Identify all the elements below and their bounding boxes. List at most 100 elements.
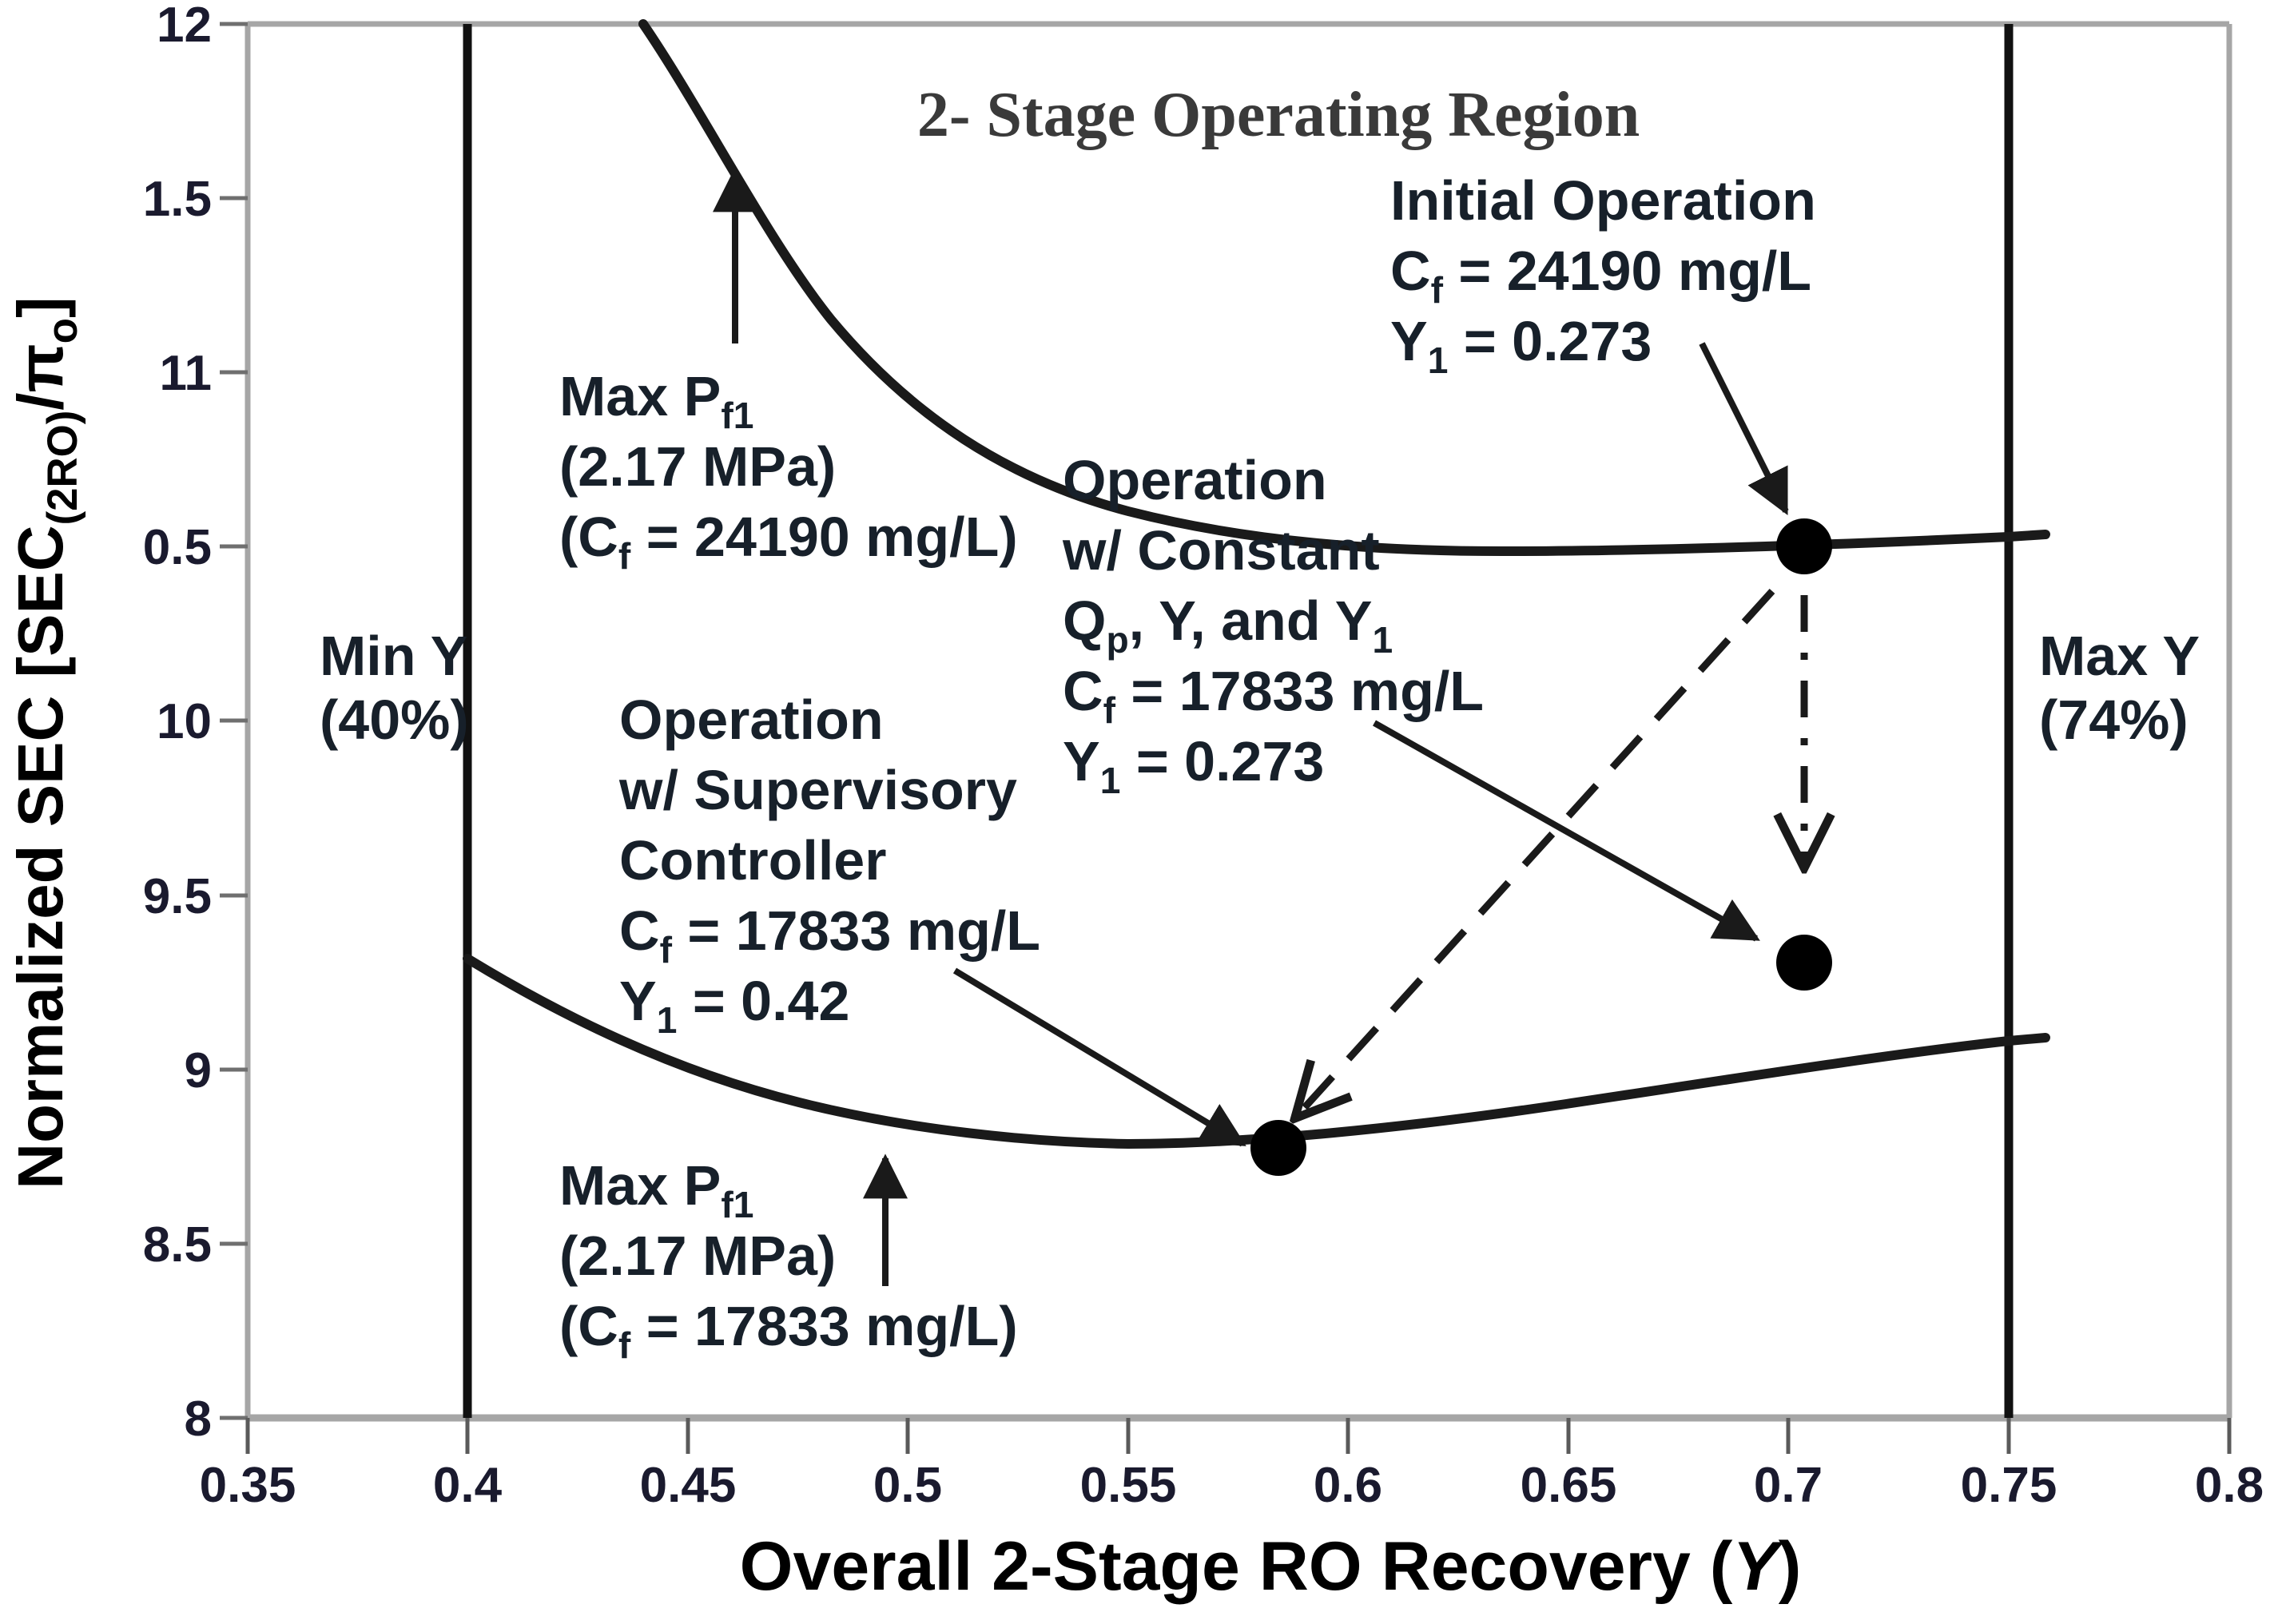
max-pf1-bottom-line2: (2.17 MPa)	[559, 1225, 836, 1287]
constant-operation-line3-sub2: 1	[1372, 619, 1393, 661]
constant-operation-line3-sub: p	[1106, 619, 1128, 661]
supervisory-operation-annotation: Operation w/ Supervisory Controller Cf =…	[618, 689, 1040, 1041]
supervisory-callout-arrow	[952, 967, 1246, 1147]
svg-text:Y1 = 0.273: Y1 = 0.273	[1063, 730, 1324, 801]
y-tick-labels: 12 1.5 11 0.5 10 9.5 9 8.5 8	[143, 0, 212, 1447]
y-tick-label: 9.5	[143, 869, 212, 924]
y-axis-title-sub2: o	[39, 318, 86, 343]
min-y-label: Min Y (40%)	[320, 625, 469, 751]
operating-region-title: 2- Stage Operating Region	[917, 80, 1640, 150]
max-pf1-bottom-line1-pre: Max P	[559, 1154, 721, 1217]
y-axis-title-close: ]	[5, 296, 76, 318]
min-y-label-line2: (40%)	[320, 689, 469, 751]
svg-text:Cf = 17833 mg/L: Cf = 17833 mg/L	[619, 899, 1040, 971]
initial-operation-line1: Initial Operation	[1390, 169, 1816, 232]
max-pf1-bottom-line3-sub: f	[618, 1324, 631, 1366]
max-pf1-top-line3-post: = 24190 mg/L)	[630, 506, 1017, 568]
svg-text:Overall 2-Stage RO Recovery (Y: Overall 2-Stage RO Recovery (Y)	[740, 1528, 1802, 1605]
y-tick-label: 10	[157, 694, 212, 749]
svg-text:Y1 = 0.273: Y1 = 0.273	[1390, 310, 1652, 381]
y-tick-label: 1.5	[143, 172, 212, 227]
y-axis-title-sub: (2RO)	[39, 411, 86, 526]
x-tick-label: 0.55	[1080, 1458, 1177, 1513]
constant-operation-annotation: Operation w/ Constant Qp, Y, and Y1 Cf =…	[1062, 449, 1484, 801]
constant-operation-line1: Operation	[1063, 449, 1327, 511]
min-y-label-line1: Min Y	[320, 625, 467, 687]
svg-text:Max Pf1: Max Pf1	[559, 365, 753, 436]
initial-operation-callout-arrow	[1699, 342, 1789, 516]
initial-operation-line3-pre: Y	[1390, 310, 1428, 372]
x-tick-label: 0.35	[200, 1458, 296, 1513]
svg-text:(Cf = 24190 mg/L): (Cf = 24190 mg/L)	[559, 506, 1018, 577]
y-axis-title: Normalized SEC [SEC(2RO)/πo]	[5, 296, 86, 1189]
supervisory-operation-line3: Controller	[619, 829, 886, 891]
initial-operation-line3-sub: 1	[1428, 339, 1449, 381]
y-axis-title-post: /π	[5, 343, 76, 410]
y-tick-label: 12	[157, 0, 212, 53]
supervisory-operation-line4-post: = 17833 mg/L	[672, 899, 1040, 962]
max-pf1-bottom-line1-sub: f1	[721, 1184, 753, 1225]
constant-operation-line4-pre: C	[1063, 660, 1103, 722]
x-tick-label: 0.6	[1314, 1458, 1382, 1513]
svg-text:Cf = 24190 mg/L: Cf = 24190 mg/L	[1390, 240, 1811, 311]
max-pf1-bottom-line3-post: = 17833 mg/L)	[630, 1295, 1017, 1357]
lower-bound-curve	[463, 954, 2050, 1150]
y-axis-ticks	[220, 22, 248, 1420]
max-pf1-top-line1-pre: Max P	[559, 365, 721, 427]
x-tick-label: 0.5	[873, 1458, 942, 1513]
x-tick-labels: 0.35 0.4 0.45 0.5 0.55 0.6 0.65 0.7 0.75…	[200, 1458, 2264, 1513]
y-tick-label: 8	[185, 1392, 212, 1447]
svg-text:(Cf = 17833 mg/L): (Cf = 17833 mg/L)	[559, 1295, 1018, 1366]
constant-operation-line5-post: = 0.273	[1120, 730, 1324, 792]
supervisory-operation-line5-pre: Y	[619, 970, 657, 1032]
supervisory-operation-line4-sub: f	[660, 929, 673, 971]
max-pf1-top-line3-sub: f	[618, 535, 631, 577]
svg-text:Qp, Y, and Y1: Qp, Y, and Y1	[1063, 590, 1393, 661]
svg-text:Normalized SEC [SEC(2RO)/πo]: Normalized SEC [SEC(2RO)/πo]	[5, 296, 86, 1189]
constant-operation-line5-pre: Y	[1063, 730, 1100, 792]
constant-operation-line4-post: = 17833 mg/L	[1115, 660, 1484, 722]
constant-operation-line2: w/ Constant	[1062, 519, 1380, 582]
max-pf1-top-line1-sub: f1	[721, 395, 753, 436]
constant-qp-operation-point	[1776, 935, 1832, 991]
svg-text:Y1 = 0.42: Y1 = 0.42	[619, 970, 849, 1041]
initial-operation-line2-pre: C	[1390, 240, 1431, 302]
initial-operation-point	[1776, 518, 1832, 574]
supervisory-operation-line2: w/ Supervisory	[618, 759, 1017, 821]
max-pf1-top-line3-pre: (C	[559, 506, 618, 568]
constant-operation-line3-post: , Y, and Y	[1129, 590, 1373, 652]
max-y-label: Max Y (74%)	[2039, 625, 2200, 751]
constant-operation-line3-pre: Q	[1063, 590, 1106, 652]
y-tick-label: 11	[159, 346, 212, 401]
constant-operation-callout-arrow	[1373, 720, 1760, 942]
x-axis-title-pre: Overall 2-Stage RO Recovery (	[740, 1528, 1733, 1605]
y-axis-title-pre: Normalized SEC [SEC	[5, 525, 76, 1189]
initial-operation-line2-post: = 24190 mg/L	[1443, 240, 1811, 302]
constant-operation-line5-sub: 1	[1100, 760, 1121, 801]
x-tick-label: 0.4	[433, 1458, 503, 1513]
upper-bound-curve	[638, 19, 2050, 557]
y-tick-label: 9	[185, 1043, 212, 1098]
svg-text:Cf = 17833 mg/L: Cf = 17833 mg/L	[1063, 660, 1484, 731]
svg-text:Max Pf1: Max Pf1	[559, 1154, 753, 1225]
transition-dashed-arrow	[1298, 588, 1775, 1114]
initial-operation-line3-post: = 0.273	[1448, 310, 1652, 372]
max-pf1-top-line2: (2.17 MPa)	[559, 435, 836, 498]
max-pf1-top-annotation: Max Pf1 (2.17 MPa) (Cf = 24190 mg/L)	[559, 365, 1018, 577]
x-tick-label: 0.7	[1754, 1458, 1823, 1513]
supervisory-operation-line1: Operation	[619, 689, 884, 751]
x-tick-label: 0.45	[640, 1458, 737, 1513]
x-axis-title-post: )	[1779, 1528, 1802, 1605]
max-pf1-bottom-annotation: Max Pf1 (2.17 MPa) (Cf = 17833 mg/L)	[559, 1154, 1018, 1366]
constant-operation-line4-sub: f	[1103, 689, 1116, 731]
initial-operation-line2-sub: f	[1431, 269, 1444, 311]
y-tick-label: 8.5	[143, 1217, 212, 1273]
x-tick-label: 0.8	[2195, 1458, 2264, 1513]
x-axis-ticks	[245, 1418, 2232, 1454]
x-axis-title-italic: Y	[1732, 1528, 1783, 1605]
x-tick-label: 0.65	[1521, 1458, 1617, 1513]
supervisory-controller-point	[1250, 1120, 1306, 1176]
